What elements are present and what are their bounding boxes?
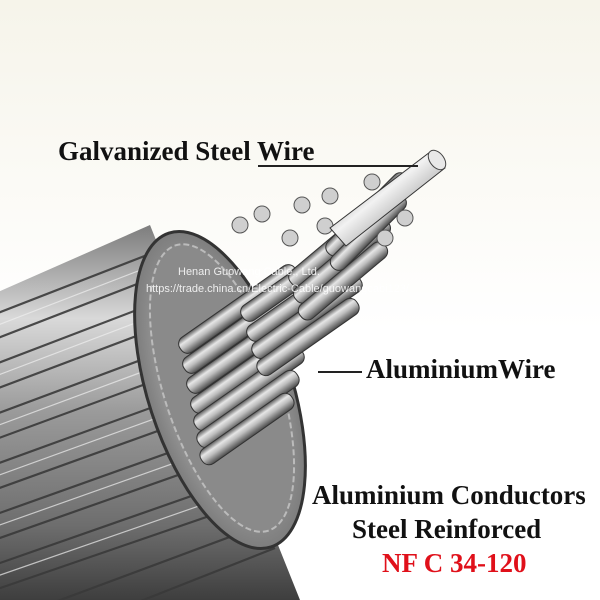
watermark-company: Henan Guowang Cable., Ltd.	[178, 266, 320, 278]
title-line-1: Aluminium Conductors	[312, 480, 586, 510]
galvanized-steel-wire-label: Galvanized Steel Wire	[58, 136, 315, 166]
standard-label: NF C 34-120	[382, 548, 527, 578]
watermark-url: https://trade.china.cn/Electric-Cable/gu…	[146, 283, 409, 295]
aluminium-wire-label: AluminiumWire	[366, 354, 556, 384]
galvanized-steel-core-wire	[329, 149, 447, 247]
title-line-2: Steel Reinforced	[352, 514, 542, 544]
